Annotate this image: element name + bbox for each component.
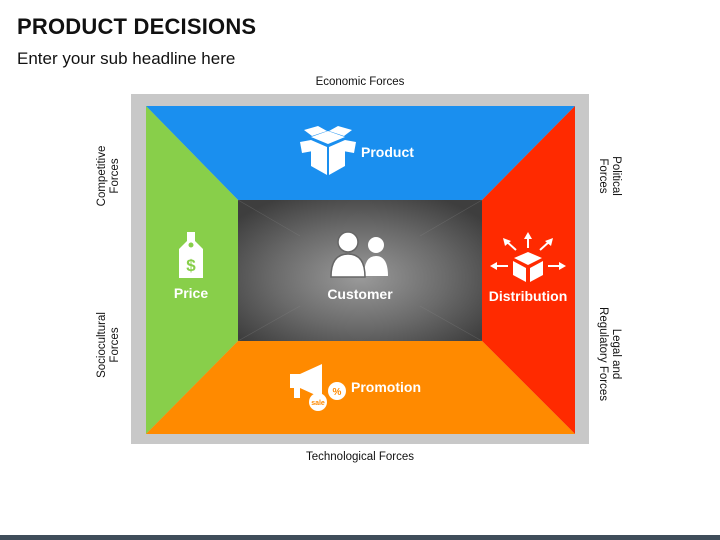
page-subtitle: Enter your sub headline here (17, 49, 236, 68)
promotion-label: Promotion (351, 379, 421, 395)
percent-symbol: % (333, 387, 342, 398)
product-label: Product (361, 144, 414, 160)
sale-text: sale (311, 400, 325, 407)
distribution-segment[interactable] (482, 106, 575, 434)
footer-bar (0, 535, 720, 540)
promotion-segment[interactable] (146, 341, 575, 434)
page-title: PRODUCT DECISIONS (17, 14, 257, 39)
users-icon (330, 231, 388, 278)
price-tag-icon: $ (179, 232, 203, 278)
megaphone-sale-icon: % sale (290, 364, 346, 411)
box-arrows-icon (490, 232, 566, 282)
price-label: Price (174, 285, 208, 301)
product-segment[interactable] (146, 106, 575, 200)
force-technological: Technological Forces (305, 451, 415, 463)
force-economic: Economic Forces (315, 76, 405, 88)
customer-label: Customer (327, 286, 393, 302)
open-box-icon (300, 126, 356, 175)
price-symbol: $ (186, 256, 196, 275)
center-perspective-lines (237, 199, 483, 342)
distribution-label: Distribution (489, 288, 568, 304)
